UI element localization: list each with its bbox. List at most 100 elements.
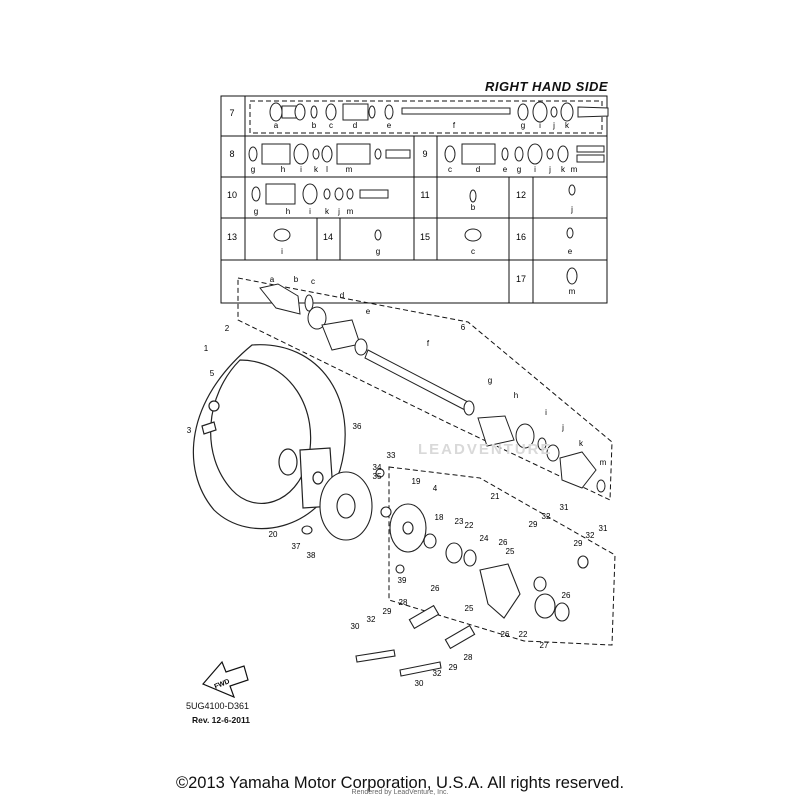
part-number-callout: 1 (204, 344, 209, 353)
part-number-callout: 27 (540, 641, 549, 650)
table-letter: a (274, 121, 279, 130)
table-letter: g (254, 207, 258, 216)
table-row-number: 16 (516, 232, 526, 242)
table-row-number: 12 (516, 190, 526, 200)
part-number-callout: 30 (415, 679, 424, 688)
table-letter: c (329, 121, 333, 130)
table-letter: l (326, 165, 328, 174)
table-letter: g (376, 247, 380, 256)
part-number-callout: 28 (464, 653, 473, 662)
shaft-letter-callout: g (488, 376, 492, 385)
table-letter: g (251, 165, 255, 174)
part-number-callout: 5 (210, 369, 215, 378)
table-row-number: 7 (229, 108, 234, 118)
table-letter: i (534, 165, 536, 174)
part-number-callout: 29 (574, 539, 583, 548)
part-number-callout: 28 (399, 598, 408, 607)
table-letter: m (347, 207, 354, 216)
page-title: RIGHT HAND SIDE (484, 79, 608, 94)
table-letter: b (312, 121, 317, 130)
part-number-callout: 29 (529, 520, 538, 529)
shaft-letter-callout: j (561, 423, 564, 432)
table-letter: j (570, 205, 573, 214)
part-number-callout: 32 (433, 669, 442, 678)
table-letter: m (571, 165, 578, 174)
table-letter: e (503, 165, 508, 174)
shaft-letter-callout: c (311, 277, 315, 286)
kit-table (220, 95, 608, 304)
part-number-callout: 31 (560, 503, 569, 512)
part-number-callout: 4 (433, 484, 438, 493)
part-number-callout: 29 (449, 663, 458, 672)
shaft-letter-callout: f (427, 339, 430, 348)
part-number-callout: 6 (461, 323, 466, 332)
table-letter: c (471, 247, 475, 256)
part-number-callout: 23 (455, 517, 464, 526)
shaft-letter-callout: a (270, 275, 275, 284)
table-row-number: 14 (323, 232, 333, 242)
drive-shaft (259, 283, 606, 493)
part-number-callout: 26 (431, 584, 440, 593)
table-row-number: 11 (420, 190, 429, 200)
part-number-callout: 22 (519, 630, 528, 639)
table-row-number: 13 (227, 232, 237, 242)
shaft-letter-callout: h (514, 391, 518, 400)
table-letter: e (568, 247, 573, 256)
shaft-enclosure (237, 277, 616, 646)
part-number-callout: 35 (373, 472, 382, 481)
table-letter: i (539, 121, 541, 130)
part-number-callout: 18 (435, 513, 444, 522)
part-number-callout: 31 (599, 524, 608, 533)
copyright-notice: ©2013 Yamaha Motor Corporation, U.S.A. A… (175, 774, 625, 792)
table-letter: m (346, 165, 353, 174)
part-number-callout: 39 (398, 576, 407, 585)
table-letter: k (561, 165, 566, 174)
part-number-callout: 29 (383, 607, 392, 616)
watermark: LEADVENTURE (418, 441, 553, 458)
part-number-callout: 24 (480, 534, 489, 543)
table-row-number: 9 (422, 149, 427, 159)
table-letter: k (314, 165, 319, 174)
table-letter: e (387, 121, 392, 130)
part-number-callout: 20 (269, 530, 278, 539)
part-number-callout: 21 (491, 492, 500, 501)
table-letter: m (569, 287, 576, 296)
part-number-callout: 25 (506, 547, 515, 556)
table-letter: j (548, 165, 551, 174)
table-letter: k (325, 207, 330, 216)
revision-date: Rev. 12-6-2011 (192, 715, 250, 725)
part-number-callout: 34 (373, 463, 382, 472)
table-letter: h (286, 207, 290, 216)
rendered-by: Rendered by LeadVenture, Inc. (351, 789, 449, 796)
table-letter: i (309, 207, 311, 216)
table-letter: d (476, 165, 480, 174)
shaft-letter-callout: e (366, 307, 371, 316)
table-letter: g (521, 121, 525, 130)
table-letter: d (353, 121, 357, 130)
table-letter: f (453, 121, 456, 130)
kit-icons (248, 101, 609, 285)
part-number-callout: 38 (307, 551, 316, 560)
part-number-callout: 30 (351, 622, 360, 631)
part-number-callout: 26 (501, 630, 510, 639)
part-number-callout: 32 (367, 615, 376, 624)
table-letter: c (448, 165, 452, 174)
shaft-letter-callout: m (600, 458, 607, 467)
shaft-letter-callout: d (340, 291, 344, 300)
table-row-number: 17 (516, 274, 526, 284)
fwd-arrow: FWD (202, 660, 249, 699)
table-letter: j (337, 207, 340, 216)
shaft-letter-callout: k (579, 439, 584, 448)
table-row-number: 10 (227, 190, 237, 200)
part-number-callout: 22 (465, 521, 474, 530)
part-number-callout: 25 (465, 604, 474, 613)
table-letter: h (281, 165, 285, 174)
diagram-code: 5UG4100-D361 (186, 701, 250, 711)
shaft-letter-callout: b (294, 275, 299, 284)
table-letter: i (300, 165, 302, 174)
table-letter: i (281, 247, 283, 256)
part-number-callout: 37 (292, 542, 301, 551)
part-number-callout: 33 (387, 451, 396, 460)
